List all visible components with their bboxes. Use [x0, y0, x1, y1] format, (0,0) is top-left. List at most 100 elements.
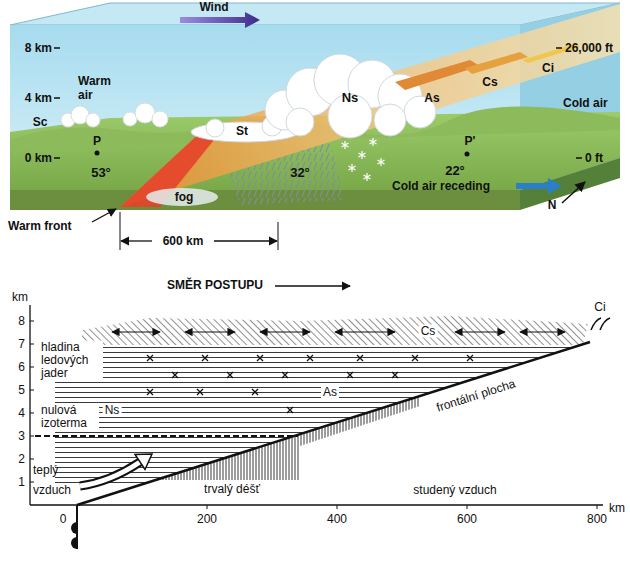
axis-number: 1	[18, 476, 25, 489]
ice-mark	[252, 389, 258, 395]
snowflake	[378, 158, 385, 166]
x-axis	[30, 504, 603, 505]
label-anchor: Ci	[542, 61, 554, 75]
label-anchor: 4 km	[25, 91, 52, 105]
cloud-puff	[86, 113, 100, 127]
x-ticks	[207, 505, 597, 509]
double-arrow	[520, 331, 565, 332]
double-arrow	[112, 331, 160, 332]
snowflake	[364, 173, 371, 181]
snowflake	[349, 164, 356, 172]
height-label: 26,000 ft	[565, 41, 613, 55]
axis-unit: km	[12, 291, 28, 304]
label-anchor: 600 km	[163, 234, 204, 248]
rain-hatch	[300, 396, 420, 446]
cloud-label: Ns	[342, 90, 359, 105]
fog-label: fog	[175, 190, 194, 204]
station-dot	[465, 152, 470, 157]
altostratus-layer	[395, 60, 480, 90]
cloud-puff	[152, 111, 168, 127]
label-anchor: nulová izoterma	[39, 404, 99, 430]
label-anchor: km	[12, 291, 28, 304]
dimension-arrow	[214, 240, 277, 241]
cloud-label: St	[236, 124, 248, 138]
angle-label: 32°	[290, 165, 310, 180]
label-anchor: As	[424, 91, 439, 105]
warm-front-semicircle	[71, 522, 77, 534]
air-mass-label: Cold air receding	[392, 179, 490, 193]
ice-mark	[347, 372, 353, 378]
double-arrow	[455, 331, 505, 332]
air-mass-label: teplý vzduch	[33, 460, 81, 500]
ice-mark	[147, 389, 153, 395]
cloud-puff	[286, 108, 314, 136]
warm-front-semicircle	[71, 537, 77, 549]
leader-line	[92, 209, 116, 222]
label-anchor: Warm front	[8, 219, 72, 233]
ice-mark	[282, 372, 288, 378]
snowflake	[359, 151, 366, 159]
axis-number: 6	[18, 361, 25, 374]
north-label: N	[548, 198, 557, 212]
label-anchor: 0 km	[25, 151, 52, 165]
ice-mark	[197, 389, 203, 395]
front-label: Warm front	[8, 219, 72, 233]
ice-mark	[147, 355, 153, 361]
warm-air-arrow	[80, 462, 140, 486]
axis-number: 8	[18, 315, 25, 328]
label-anchor: As	[321, 386, 339, 399]
label-anchor: 5	[18, 384, 25, 397]
label-anchor: 8 km	[25, 41, 52, 55]
cloud-label: As	[424, 91, 439, 105]
ice-mark	[257, 355, 263, 361]
ice-mark	[392, 372, 398, 378]
ice-mark	[307, 355, 313, 361]
receding-arrow	[516, 178, 562, 194]
dimension-extension	[120, 212, 121, 250]
height-label: 0 km	[25, 151, 52, 165]
cloud-label: Cs	[419, 325, 438, 338]
label-anchor: Cs	[482, 75, 497, 89]
air-mass-label: Cold air	[563, 96, 608, 110]
nimbostratus-cloud	[265, 54, 436, 138]
rain-label: trvalý déšť	[202, 483, 262, 496]
air-mass-label: studený vzduch	[413, 484, 496, 497]
cirrus-symbol	[591, 318, 610, 330]
ice-mark	[227, 372, 233, 378]
axis-number: 600	[457, 513, 477, 526]
label-anchor: St	[236, 124, 248, 138]
stratocumulus-clouds	[61, 103, 168, 127]
label-anchor: 26,000 ft	[565, 41, 613, 55]
label-anchor: 7	[18, 338, 25, 351]
fog-patch	[146, 188, 218, 206]
axis-number: 2	[18, 453, 25, 466]
station-label: P	[93, 134, 101, 148]
label-anchor: 32°	[290, 165, 310, 180]
wind-arrow	[180, 12, 260, 28]
y-axis	[29, 305, 30, 505]
label-anchor: 3	[18, 430, 25, 443]
label-anchor: 4	[18, 407, 25, 420]
axis-number: 800	[587, 513, 607, 526]
block-top-face	[10, 3, 620, 25]
cloud-label: Ci	[594, 301, 605, 314]
frontal-surface	[120, 4, 620, 207]
label-anchor: hladina ledových jader	[39, 341, 103, 380]
axis-number: 5	[18, 384, 25, 397]
dimension-arrow	[121, 240, 152, 241]
label-anchor: studený vzduch	[413, 484, 496, 497]
axis-number: 0	[60, 513, 67, 526]
label-anchor: 0	[60, 513, 67, 526]
height-tick	[54, 157, 60, 159]
label-anchor: N	[548, 198, 557, 212]
zero-isotherm	[35, 435, 298, 437]
label-anchor: 600	[457, 513, 477, 526]
height-tick	[54, 47, 60, 49]
cloud-label: As	[321, 386, 339, 399]
cloud-body	[55, 345, 583, 485]
label-anchor: Ci	[594, 301, 605, 314]
angle-label: 53°	[91, 165, 111, 180]
label-anchor: Cold air receding	[392, 179, 490, 193]
ice-mark	[412, 355, 418, 361]
label-anchor: Warm air	[78, 74, 120, 102]
